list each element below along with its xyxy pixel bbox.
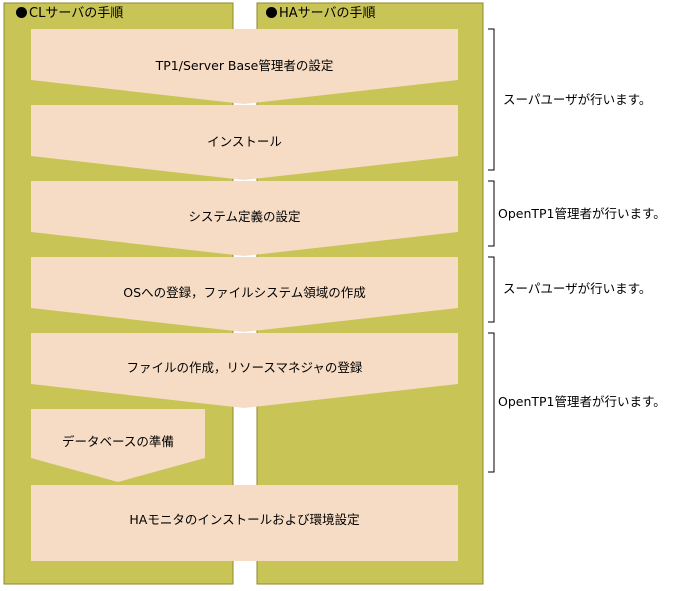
step-shape-file-creation (31, 333, 458, 408)
bullet-icon (16, 7, 27, 18)
step-shape-os-registration (31, 257, 458, 332)
note-opentp1-admin-1: OpenTP1管理者が行います。 (498, 206, 666, 221)
step-shape-system-definition (31, 181, 458, 256)
note-opentp1-admin-2: OpenTP1管理者が行います。 (498, 394, 666, 409)
step-shape-ha-monitor-install (31, 485, 458, 561)
step-label-set-admin: TP1/Server Base管理者の設定 (155, 58, 334, 73)
step-label-system-definition: システム定義の設定 (188, 209, 301, 224)
ha-lane-header-text: HAサーバの手順 (279, 6, 376, 21)
bracket-opentp1-admin-2 (488, 332, 495, 473)
note-superuser-1: スーパユーザが行います。 (503, 92, 652, 107)
cl-lane-header-text: CLサーバの手順 (29, 6, 124, 21)
step-label-database-prep: データベースの準備 (62, 434, 174, 449)
step-label-install: インストール (207, 134, 282, 149)
cl-lane-header: CLサーバの手順 (16, 6, 123, 22)
ha-lane-header: HAサーバの手順 (266, 6, 376, 22)
step-label-ha-monitor-install: HAモニタのインストールおよび環境設定 (129, 512, 360, 527)
bullet-icon (266, 7, 277, 18)
bracket-superuser-1 (488, 28, 495, 171)
bracket-opentp1-admin-1 (488, 180, 495, 247)
step-shape-install (31, 105, 458, 180)
step-label-file-creation: ファイルの作成，リソースマネジャの登録 (126, 360, 363, 375)
step-shape-database-prep (31, 409, 205, 482)
step-label-os-registration: OSへの登録，ファイルシステム領域の作成 (123, 285, 366, 300)
bracket-superuser-2 (488, 256, 495, 323)
note-superuser-2: スーパユーザが行います。 (503, 281, 652, 296)
step-shape-set-admin (31, 29, 458, 104)
